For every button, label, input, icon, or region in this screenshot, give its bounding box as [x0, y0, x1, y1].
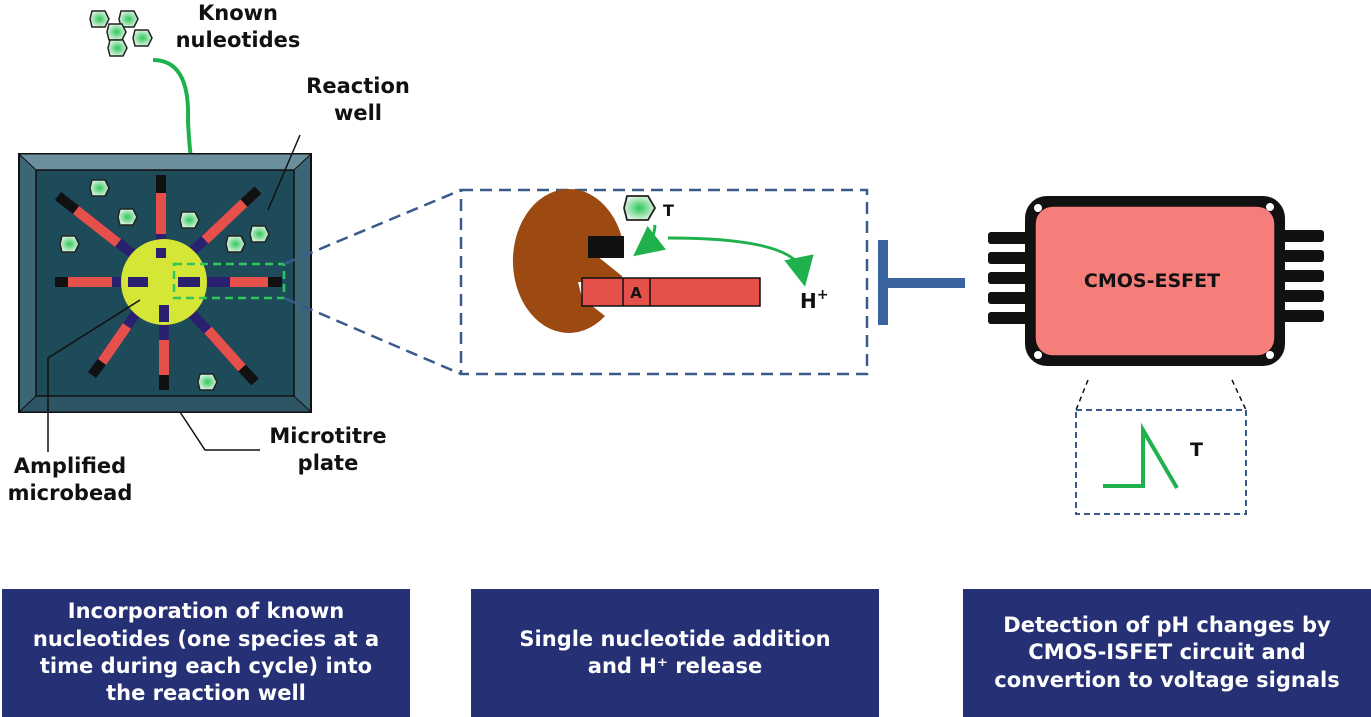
polymerase-enzyme [512, 188, 622, 333]
nucleotide-icon [179, 211, 200, 229]
voltage-signal-trace [1103, 422, 1179, 490]
nucleotide-icon [117, 208, 138, 226]
chip-label: CMOS-ESFET [1084, 270, 1220, 292]
zoom-line-top [283, 188, 462, 266]
signal-zoom-left [1075, 379, 1089, 411]
caption-incorporation: Incorporation of known nucleotides (one … [2, 589, 410, 717]
t-nucleotide-icon [623, 195, 657, 221]
connector-blocker [878, 240, 965, 325]
cmos-chip [1025, 196, 1285, 366]
signal-t-label: T [1190, 439, 1203, 461]
nucleotide-icon [132, 29, 153, 47]
zoom-line-bottom [283, 296, 462, 376]
pairing-site [590, 238, 622, 256]
nucleotide-icon [89, 179, 110, 197]
base-a-label: A [630, 284, 642, 302]
amplified-microbead [121, 239, 207, 325]
nucleotide-icon [118, 10, 139, 28]
reaction-well-leader [267, 134, 301, 211]
dna-strands [54, 175, 282, 390]
nucleotide-cluster [89, 10, 153, 57]
nucleotide-icon [89, 10, 110, 28]
proton-release-arrow [667, 236, 814, 287]
well-nucleotides [59, 179, 270, 391]
nucleotide-icon [249, 225, 270, 243]
chip-pins-left [988, 232, 1034, 324]
zoom-region [172, 262, 286, 300]
chip-pins-right [1278, 230, 1324, 322]
signal-zoom-right [1231, 379, 1247, 411]
microbead-leader [47, 299, 141, 452]
reaction-well-label: Reaction well [306, 74, 410, 126]
caption-detection: Detection of pH changes by CMOS-ISFET ci… [963, 589, 1371, 717]
nucleotide-t-label: T [663, 201, 674, 220]
template-strand [581, 277, 761, 307]
nucleotide-icon [107, 39, 128, 57]
bead-strand-roots [128, 248, 200, 322]
caption-addition: Single nucleotide addition and H⁺ releas… [471, 589, 879, 717]
plate-leader [179, 411, 260, 451]
t-insert-arrow [633, 224, 667, 257]
nucleotide-icon [225, 235, 246, 253]
amplified-microbead-label: Amplified microbead [7, 454, 133, 506]
microtitre-plate-label: Microtitre plate [269, 424, 387, 476]
nucleotide-icon [59, 235, 80, 253]
nucleotide-icon [197, 373, 218, 391]
proton-label: H+ [800, 287, 828, 313]
known-nucleotides-label: Known nuleotides [175, 1, 301, 53]
nucleotide-icon [106, 23, 127, 41]
